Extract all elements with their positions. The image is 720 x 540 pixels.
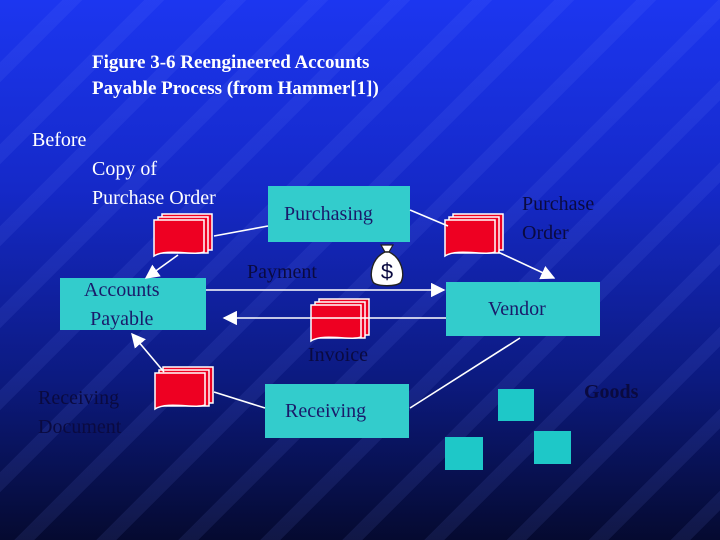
goods-box-2	[445, 437, 483, 470]
figure-title: Figure 3-6 Reengineered Accounts Payable…	[92, 50, 379, 102]
arrow-po-to-vendor	[497, 251, 556, 280]
purchase-order-line2: Order	[522, 222, 569, 244]
accounts-payable-box: Accounts Payable	[60, 278, 206, 330]
dollar-sign: $	[381, 259, 393, 284]
accounts-payable-label: Accounts Payable	[84, 276, 160, 334]
receiving-box: Receiving	[265, 384, 409, 438]
receiving-document-icon	[154, 366, 215, 413]
purchasing-label: Purchasing	[284, 203, 373, 225]
invoice-document-icon	[310, 298, 371, 345]
goods-box-1	[498, 389, 534, 421]
goods-box-3	[534, 431, 571, 464]
arrow-receiving-to-doc	[213, 391, 266, 409]
receiving-document-line1: Receiving	[38, 387, 120, 409]
copy-of-purchase-order-label: Copy of Purchase Order	[92, 155, 216, 213]
arrow-receiving-doc-to-accounts-payable	[131, 332, 165, 373]
copy-po-line2: Purchase Order	[92, 187, 216, 209]
purchase-order-label: Purchase Order	[522, 190, 594, 248]
purchasing-box: Purchasing	[268, 186, 410, 242]
copy-po-document-icon	[153, 213, 214, 260]
figure-title-line1: Figure 3-6 Reengineered Accounts	[92, 52, 370, 73]
purchase-order-line1: Purchase	[522, 193, 595, 215]
arrow-purchasing-to-copy-po	[213, 225, 269, 237]
arrow-vendor-to-receiving	[409, 337, 521, 409]
arrow-purchasing-to-po-doc	[409, 209, 449, 227]
figure-title-line2: Payable Process (from Hammer[1])	[92, 78, 379, 99]
vendor-label: Vendor	[488, 298, 546, 320]
receiving-label: Receiving	[285, 400, 367, 422]
receiving-document-label: Receiving Document	[38, 384, 121, 442]
goods-label: Goods	[584, 381, 639, 403]
payment-label: Payment	[247, 261, 317, 283]
accounts-payable-line1: Accounts	[84, 279, 160, 301]
accounts-payable-line2: Payable	[90, 308, 154, 330]
invoice-label: Invoice	[308, 344, 368, 366]
arrow-copy-po-to-accounts-payable	[144, 254, 179, 279]
receiving-document-line2: Document	[38, 416, 122, 438]
vendor-box: Vendor	[446, 282, 600, 336]
before-label: Before	[32, 129, 87, 151]
money-bag-icon: $	[366, 242, 408, 288]
copy-po-line1: Copy of	[92, 158, 157, 180]
purchase-order-document-icon	[444, 213, 505, 260]
